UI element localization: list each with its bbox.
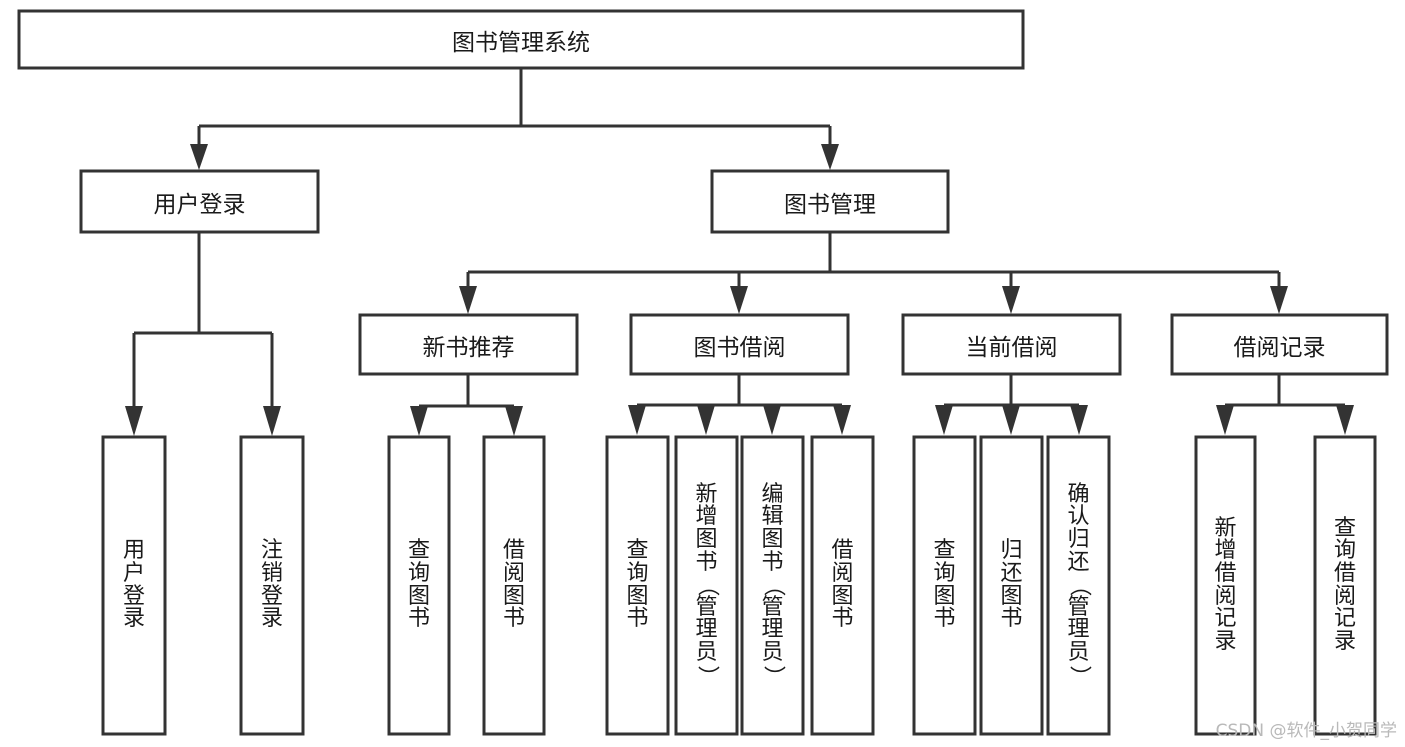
arrow-head-leaf-query-book-1 [410,406,428,436]
arrow-head-new-book-recommend [459,286,477,314]
node-leaf-confirm-return-box[interactable] [1046,435,1111,736]
node-new-book-recommend-box[interactable] [358,313,579,376]
node-leaf-edit-book-box[interactable] [740,435,805,736]
node-book-management-box[interactable] [710,169,950,234]
arrow-head-leaf-borrow-book-2 [833,405,851,435]
arrow-head-leaf-query-record [1336,405,1354,435]
node-leaf-query-book-1-box[interactable] [387,435,451,736]
node-leaf-query-record-box[interactable] [1313,435,1377,736]
node-root-box[interactable] [17,9,1025,70]
arrow-head-borrow-record [1270,286,1288,314]
node-leaf-borrow-book-2-box[interactable] [810,435,875,736]
arrow-head-leaf-user-logout [263,406,281,436]
node-leaf-user-login-box[interactable] [101,435,167,736]
arrow-head-leaf-add-book [697,405,715,435]
node-leaf-query-book-2-box[interactable] [605,435,670,736]
node-current-borrow-box[interactable] [901,313,1122,376]
node-leaf-add-record-box[interactable] [1194,435,1257,736]
arrow-head-user-login [190,144,208,170]
node-user-login-box[interactable] [79,169,320,234]
arrow-head-book-borrow [730,286,748,314]
arrow-head-leaf-user-login [125,406,143,436]
node-leaf-user-logout-box[interactable] [239,435,305,736]
arrow-head-leaf-borrow-book-1 [505,406,523,436]
arrow-head-leaf-confirm-return [1070,405,1088,435]
arrow-head-leaf-return-book [1002,405,1020,435]
node-leaf-return-book-box[interactable] [979,435,1044,736]
node-book-borrow-box[interactable] [629,313,850,376]
arrow-head-current-borrow [1002,286,1020,314]
arrow-head-leaf-query-book-2 [628,405,646,435]
node-leaf-add-book-box[interactable] [674,435,739,736]
arrow-head-leaf-query-book-3 [935,405,953,435]
watermark: CSDN @软件_小贺同学 [1215,721,1397,741]
arrow-head-leaf-add-record [1216,405,1234,435]
node-borrow-record-box[interactable] [1170,313,1389,376]
node-leaf-query-book-3-box[interactable] [912,435,977,736]
arrow-head-book-management [821,144,839,170]
node-leaf-borrow-book-1-box[interactable] [482,435,546,736]
arrow-head-leaf-edit-book [763,405,781,435]
